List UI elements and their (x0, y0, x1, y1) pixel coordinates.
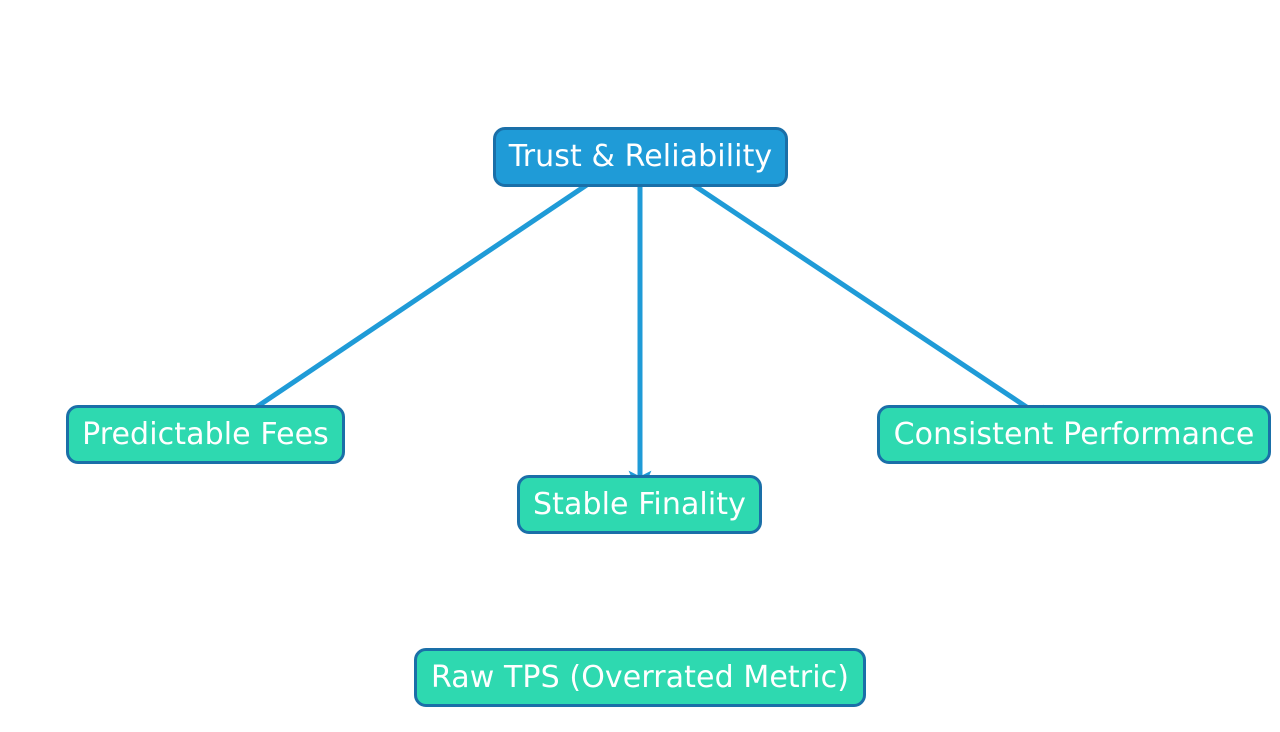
node-label: Raw TPS (Overrated Metric) (430, 659, 850, 695)
edge-root-to-predictable (214, 175, 599, 436)
node-label: Trust & Reliability (508, 139, 773, 174)
node-label: Stable Finality (532, 486, 747, 522)
node-raw-tps-overrated-metric[interactable]: Raw TPS (Overrated Metric) (414, 648, 866, 707)
node-predictable-fees[interactable]: Predictable Fees (66, 405, 345, 464)
node-label: Predictable Fees (82, 416, 329, 452)
node-stable-finality[interactable]: Stable Finality (517, 475, 762, 534)
node-consistent-performance[interactable]: Consistent Performance (877, 405, 1271, 464)
node-trust-and-reliability[interactable]: Trust & Reliability (493, 127, 788, 187)
node-label: Consistent Performance (893, 416, 1255, 452)
edge-root-to-consistent (681, 175, 1059, 429)
